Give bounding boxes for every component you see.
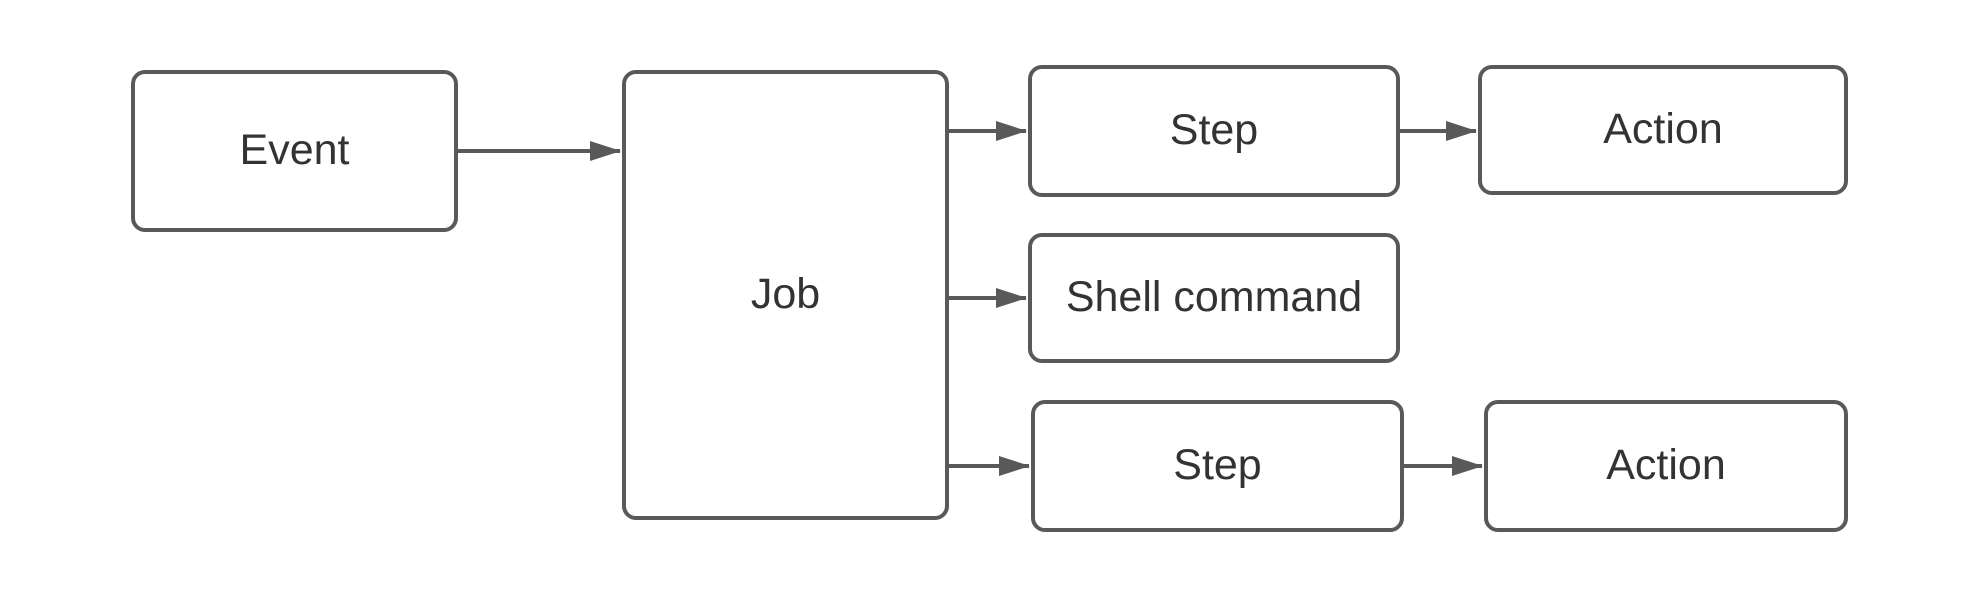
- node-step-bottom: Step: [1031, 400, 1404, 532]
- node-step-top: Step: [1028, 65, 1400, 197]
- node-shell-command: Shell command: [1028, 233, 1400, 363]
- node-action-top: Action: [1478, 65, 1848, 195]
- node-event: Event: [131, 70, 458, 232]
- node-job: Job: [622, 70, 949, 520]
- node-action-bottom: Action: [1484, 400, 1848, 532]
